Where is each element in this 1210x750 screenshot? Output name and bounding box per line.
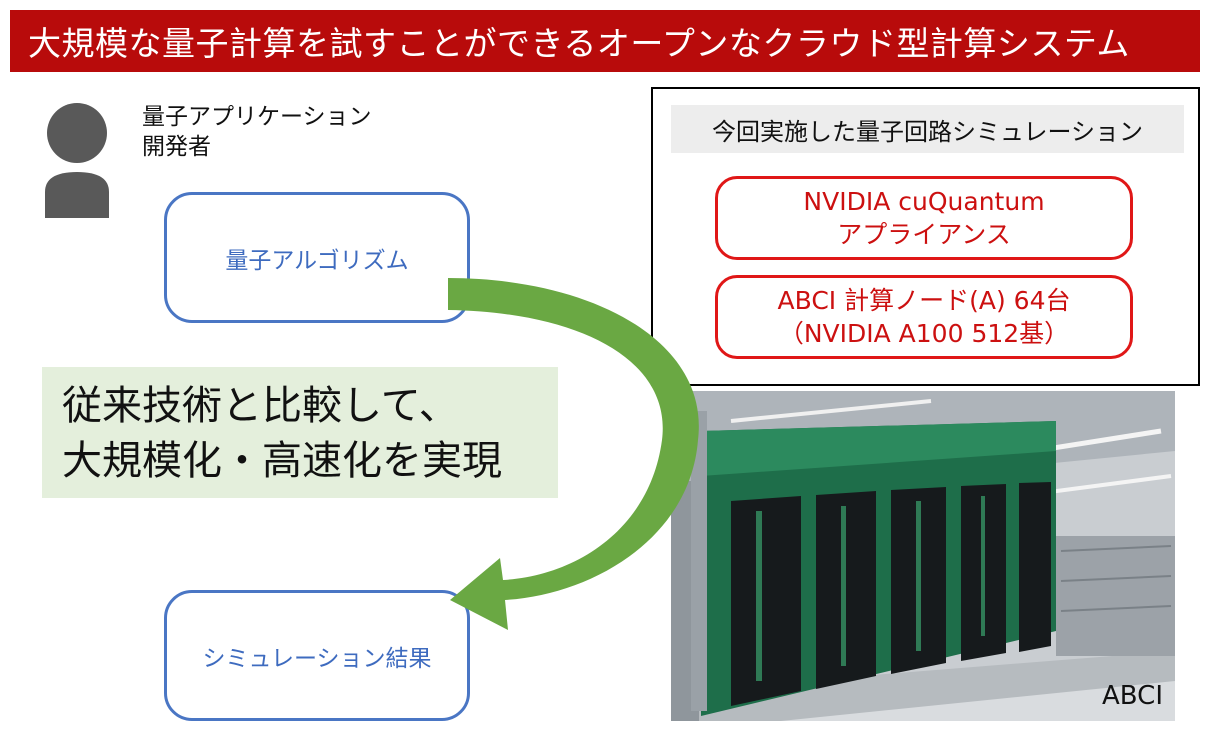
developer-label: 量子アプリケーション 開発者 xyxy=(142,102,372,162)
abci-nodes-line1: ABCI 計算ノード(A) 64台 xyxy=(777,286,1071,315)
simulation-panel: 今回実施した量子回路シミュレーション NVIDIA cuQuantum アプライ… xyxy=(651,87,1200,386)
user-icon xyxy=(45,103,109,218)
cuquantum-line2: アプライアンス xyxy=(837,220,1011,249)
simulation-heading: 今回実施した量子回路シミュレーション xyxy=(671,105,1184,153)
flow-arrow-shape xyxy=(448,278,699,630)
claim-box: 従来技術と比較して、 大規模化・高速化を実現 xyxy=(42,367,558,498)
developer-label-line2: 開発者 xyxy=(142,134,211,160)
cuquantum-line1: NVIDIA cuQuantum xyxy=(803,187,1045,216)
photo-caption: ABCI xyxy=(1102,681,1163,711)
claim-line1: 従来技術と比較して、 xyxy=(62,383,459,429)
claim-line2: 大規模化・高速化を実現 xyxy=(62,438,502,484)
page-title: 大規模な量子計算を試すことができるオープンなクラウド型計算システム xyxy=(10,10,1200,72)
abci-nodes-line2: （NVIDIA A100 512基） xyxy=(778,319,1070,348)
cuquantum-box: NVIDIA cuQuantum アプライアンス xyxy=(715,176,1133,260)
developer-label-line1: 量子アプリケーション xyxy=(142,104,372,130)
simulation-result-label: シミュレーション結果 xyxy=(202,645,432,672)
quantum-algorithm-box: 量子アルゴリズム xyxy=(164,192,470,323)
abci-nodes-box: ABCI 計算ノード(A) 64台 （NVIDIA A100 512基） xyxy=(715,275,1133,359)
abci-photo: ABCI xyxy=(671,391,1175,721)
simulation-result-box: シミュレーション結果 xyxy=(164,590,470,721)
quantum-algorithm-label: 量子アルゴリズム xyxy=(225,247,409,274)
